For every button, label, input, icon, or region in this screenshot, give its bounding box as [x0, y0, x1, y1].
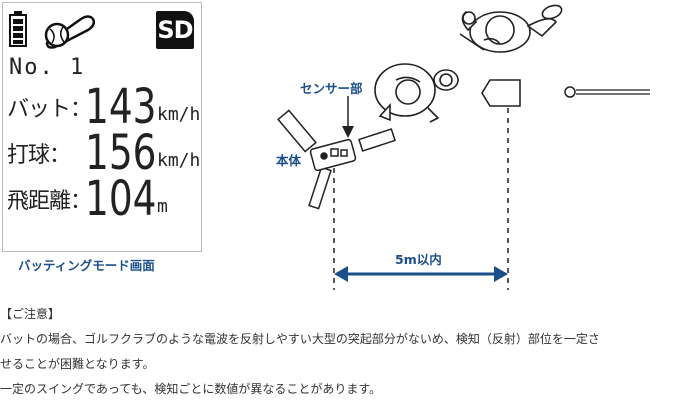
screen-caption: バッティングモード画面: [18, 258, 155, 273]
tripod-unit: [277, 109, 396, 210]
distance-range-label: 5m以内: [395, 252, 442, 267]
body-label: 本体: [276, 153, 302, 168]
sd-card-icon: SD: [156, 11, 194, 49]
bat-speed-unit: km/h: [157, 104, 201, 125]
record-number: No. 1: [9, 55, 86, 80]
bat-speed-label: バット：: [7, 97, 92, 122]
notes-heading: 【ご注意】: [0, 307, 61, 321]
battery-icon: [9, 11, 27, 47]
ball-bat-icon: [44, 15, 95, 49]
setup-diagram: センサー部 本体 5m以内: [230, 0, 699, 300]
ball-speed-row: 打球： 156 km/h: [7, 125, 201, 181]
distance-value: 104: [85, 171, 157, 227]
notes-line: 一定のスイングであっても、検知ごとに数値が異なることがあります。: [0, 382, 382, 396]
lcd-screen: SD No. 1 バット： 143 km/h 打球： 156 km/h 飛距離：…: [2, 2, 202, 252]
distance-row: 飛距離： 104 m: [7, 171, 201, 227]
bat-speed-value: 143: [85, 79, 157, 135]
catcher-figure: [374, 63, 459, 123]
batter-figure: [459, 4, 563, 53]
distance-label: 飛距離：: [7, 189, 92, 214]
notes-section: 【ご注意】 バットの場合、ゴルフクラブのような電波を反射しやすい大型の突起部分が…: [0, 302, 699, 402]
notes-line: せることが困難となります。: [0, 357, 155, 371]
diagram-drawing: [277, 4, 650, 290]
ball-speed-label: 打球：: [7, 143, 71, 168]
distance-unit: m: [157, 196, 168, 217]
ball-speed-value: 156: [85, 125, 157, 181]
home-plate: [481, 79, 521, 107]
notes-line: バットの場合、ゴルフクラブのような電波を反射しやすい大型の突起部分がないめ、検知…: [0, 332, 600, 346]
ball-speed-unit: km/h: [157, 150, 201, 171]
ball-icon: [564, 86, 576, 98]
bat-speed-row: バット： 143 km/h: [7, 79, 201, 135]
sensor-label: センサー部: [300, 81, 363, 96]
